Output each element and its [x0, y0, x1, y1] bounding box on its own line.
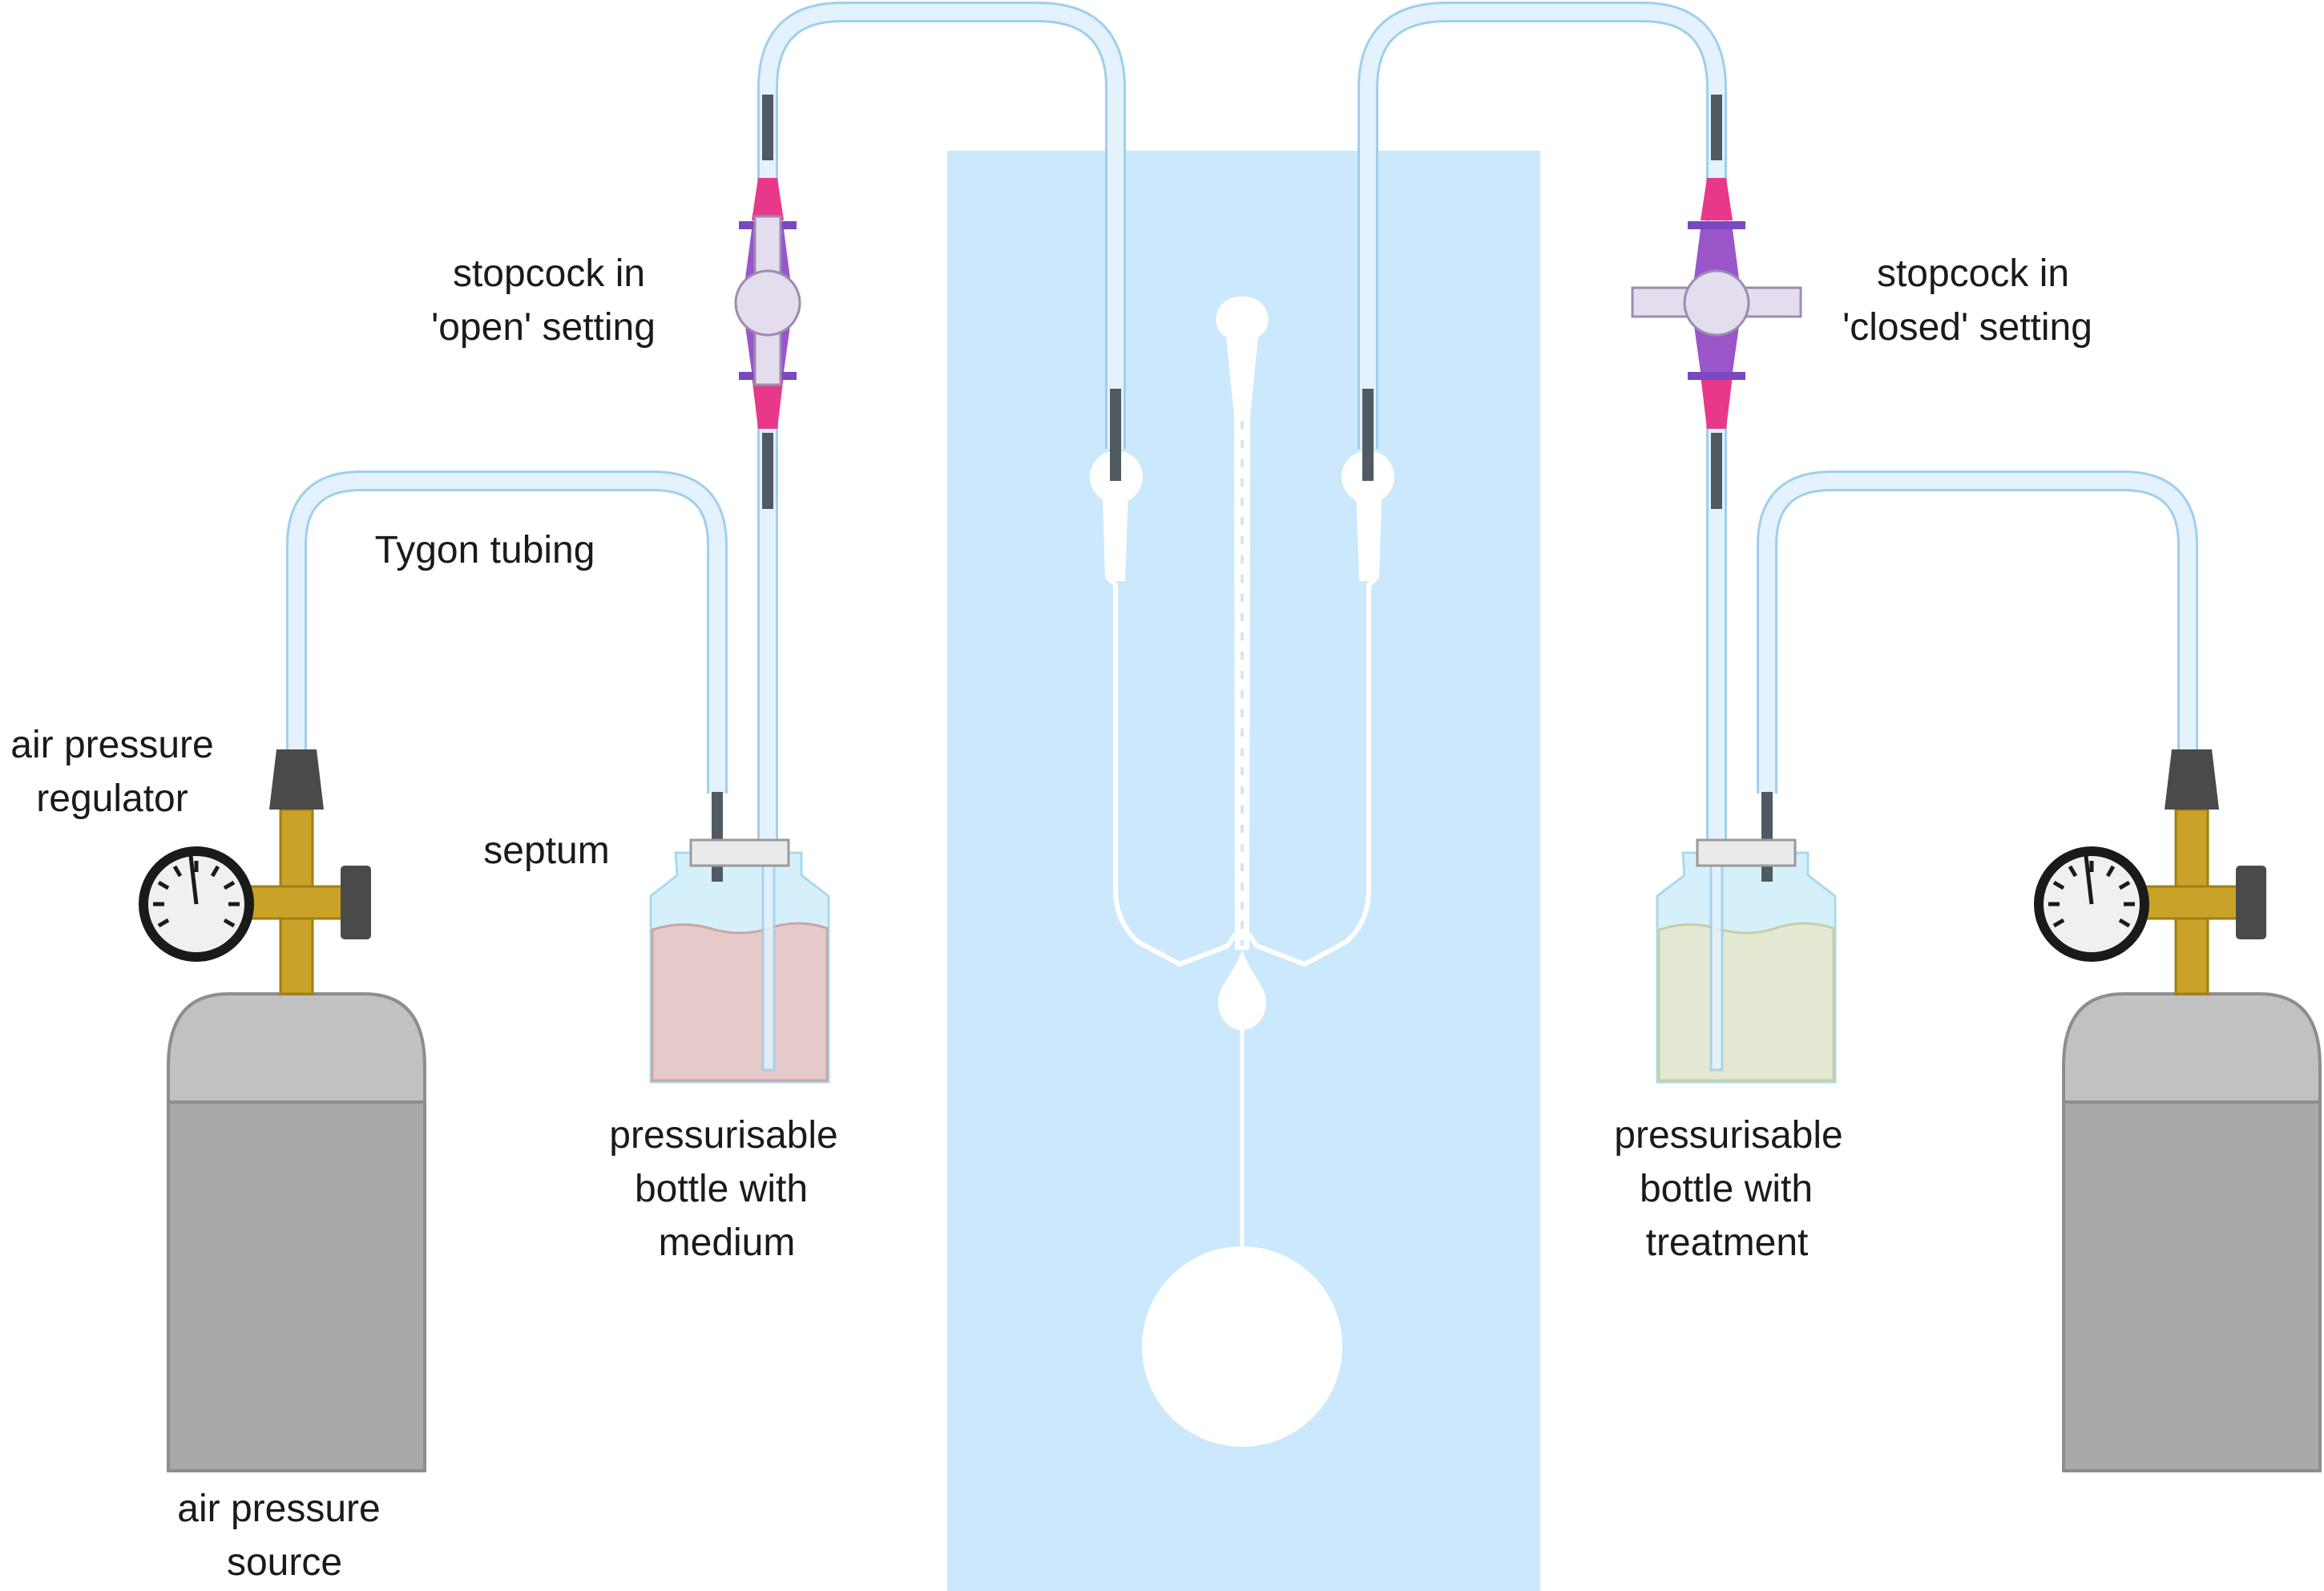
label-bottle-medium-1: pressurisable — [609, 1114, 837, 1157]
label-bottle-treatment-3: treatment — [1646, 1222, 1809, 1264]
pressure-gauge-right — [2034, 846, 2149, 962]
label-stopcock-open-1: stopcock in — [453, 252, 645, 295]
label-bottle-medium-3: medium — [659, 1222, 796, 1264]
label-bottle-treatment-1: pressurisable — [1614, 1114, 1842, 1157]
stopcock-open[interactable] — [734, 178, 801, 429]
label-tygon-tubing: Tygon tubing — [375, 529, 595, 571]
label-stopcock-closed-1: stopcock in — [1877, 252, 2069, 295]
label-regulator-2: regulator — [36, 777, 188, 820]
bottle-medium — [649, 826, 830, 1084]
stopcock-closed[interactable] — [1631, 178, 1802, 429]
bottle-treatment — [1656, 826, 1837, 1084]
label-stopcock-closed-2: 'closed' setting — [1842, 306, 2092, 349]
label-bottle-treatment-2: bottle with — [1640, 1168, 1813, 1210]
tube-connectors — [712, 95, 1773, 826]
septum — [689, 838, 790, 867]
label-stopcock-open-2: 'open' setting — [431, 306, 656, 349]
label-source-1: air pressure — [177, 1488, 380, 1530]
air-pressure-source-right — [2062, 992, 2322, 1472]
tygon-tubing — [286, 1, 2198, 1070]
labels: stopcock in 'open' setting stopcock in '… — [10, 252, 2092, 1584]
label-regulator-1: air pressure — [10, 724, 213, 766]
air-pressure-source-left — [167, 992, 426, 1472]
air-pressure-regulator-left[interactable] — [139, 749, 371, 995]
label-septum: septum — [483, 830, 609, 872]
air-pressure-regulator-right[interactable] — [2034, 749, 2266, 995]
label-source-2: source — [227, 1541, 342, 1584]
septum-right — [1696, 838, 1797, 867]
pressure-gauge-left — [139, 846, 254, 962]
label-bottle-medium-2: bottle with — [635, 1168, 808, 1210]
microfluidic-chip — [947, 151, 1540, 1591]
